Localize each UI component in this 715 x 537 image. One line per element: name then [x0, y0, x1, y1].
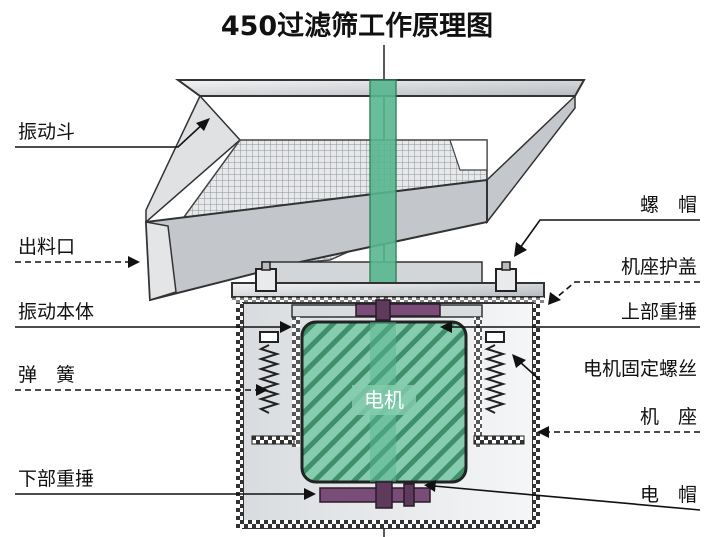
bolt-cap-right [495, 261, 517, 292]
motor-label: 电机 [364, 388, 404, 412]
label-base: 机 座 [640, 406, 697, 428]
leader-arrowheads [128, 118, 561, 500]
leader-motor-bolt [519, 361, 541, 381]
label-vibrating-hopper: 振动斗 [18, 121, 75, 143]
label-upper-weight: 上部重捶 [621, 301, 697, 323]
label-motor-cap: 电 帽 [640, 484, 697, 506]
label-spring: 弹 簧 [18, 364, 75, 386]
leader-vibrating-hopper [15, 121, 206, 148]
vibration-shaft [369, 79, 397, 289]
diagram-title: 450过滤筛工作原理图 [221, 10, 493, 42]
upper-weight [355, 299, 441, 321]
motor: 电机 [300, 320, 468, 484]
label-vibrating-body: 振动本体 [18, 301, 94, 323]
label-base-cover: 机座护盖 [621, 256, 697, 278]
lower-weight [319, 481, 431, 509]
leader-lines [15, 121, 701, 511]
leader-base-cover [555, 281, 700, 299]
spring-left [251, 331, 295, 445]
label-bolt-cap: 螺 帽 [640, 194, 697, 216]
vibrating-hopper [144, 79, 586, 302]
bolt-cap-left [255, 261, 277, 292]
leader-motor-cap [433, 485, 701, 511]
label-lower-weight: 下部重捶 [18, 468, 94, 490]
label-motor-bolt: 电机固定螺丝 [583, 358, 697, 380]
label-outlet: 出料口 [18, 236, 75, 258]
leader-bolt-cap [519, 219, 700, 249]
spring-right [473, 331, 525, 445]
